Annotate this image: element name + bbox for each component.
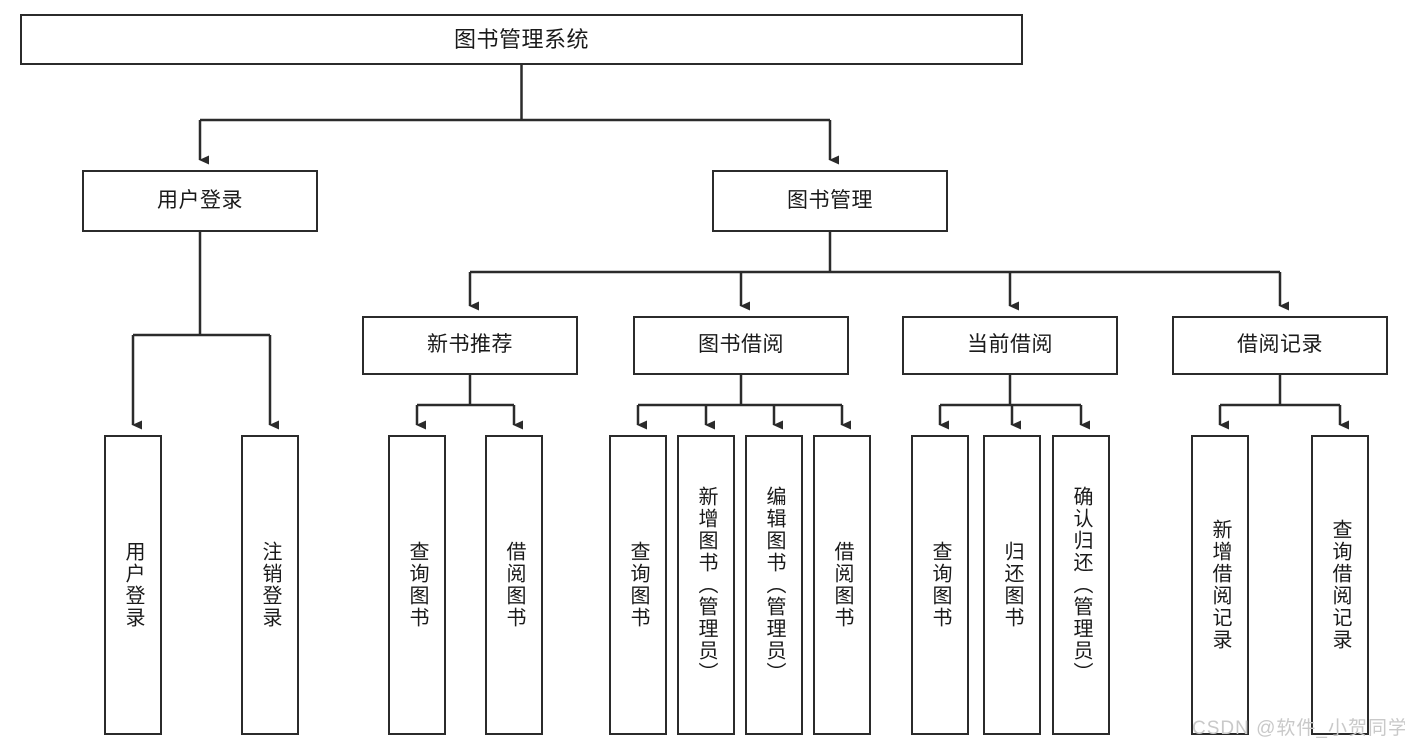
- node-label: 借阅记录: [1237, 333, 1323, 357]
- node-l2-current-borrow[interactable]: 当前借阅: [902, 316, 1118, 375]
- node-l2-borrow-record[interactable]: 借阅记录: [1172, 316, 1388, 375]
- node-leaf-br-add-record[interactable]: 新增借阅记录: [1191, 435, 1249, 735]
- csdn-watermark: CSDN @软件_小贺同学: [1192, 718, 1405, 739]
- node-leaf-cb-query-book[interactable]: 查询图书: [911, 435, 969, 735]
- node-label: 编辑图书（管理员）: [763, 486, 785, 684]
- node-leaf-bb-add-book[interactable]: 新增图书（管理员）: [677, 435, 735, 735]
- node-label: 借阅图书: [831, 541, 853, 629]
- node-label: 图书管理: [787, 188, 873, 212]
- node-label: 新书推荐: [427, 333, 513, 357]
- node-l1-user-login[interactable]: 用户登录: [82, 170, 318, 232]
- node-leaf-cb-confirm-return[interactable]: 确认归还（管理员）: [1052, 435, 1110, 735]
- node-label: 图书借阅: [698, 333, 784, 357]
- node-leaf-cb-return-book[interactable]: 归还图书: [983, 435, 1041, 735]
- node-label: 新增借阅记录: [1209, 519, 1231, 651]
- node-label: 图书管理系统: [453, 26, 589, 52]
- node-label: 查询图书: [406, 541, 428, 629]
- node-label: 查询图书: [929, 541, 951, 629]
- node-l2-book-borrow[interactable]: 图书借阅: [633, 316, 849, 375]
- node-l1-book-manage[interactable]: 图书管理: [712, 170, 948, 232]
- node-label: 查询图书: [627, 541, 649, 629]
- node-label: 用户登录: [157, 188, 243, 212]
- node-l2-new-book-rec[interactable]: 新书推荐: [362, 316, 578, 375]
- node-leaf-bb-borrow-book[interactable]: 借阅图书: [813, 435, 871, 735]
- node-label: 确认归还（管理员）: [1070, 486, 1092, 684]
- node-leaf-br-query-record[interactable]: 查询借阅记录: [1311, 435, 1369, 735]
- node-leaf-rec-query-book[interactable]: 查询图书: [388, 435, 446, 735]
- node-label: 查询借阅记录: [1329, 519, 1351, 651]
- node-leaf-bb-edit-book[interactable]: 编辑图书（管理员）: [745, 435, 803, 735]
- node-leaf-user-logout[interactable]: 注销登录: [241, 435, 299, 735]
- node-leaf-rec-borrow-book[interactable]: 借阅图书: [485, 435, 543, 735]
- node-label: 新增图书（管理员）: [695, 486, 717, 684]
- node-label: 注销登录: [259, 541, 281, 629]
- node-leaf-bb-query-book[interactable]: 查询图书: [609, 435, 667, 735]
- node-label: 用户登录: [122, 541, 144, 629]
- node-leaf-user-login[interactable]: 用户登录: [104, 435, 162, 735]
- node-label: 当前借阅: [967, 333, 1053, 357]
- node-root[interactable]: 图书管理系统: [20, 14, 1023, 65]
- node-label: 借阅图书: [503, 541, 525, 629]
- node-label: 归还图书: [1001, 541, 1023, 629]
